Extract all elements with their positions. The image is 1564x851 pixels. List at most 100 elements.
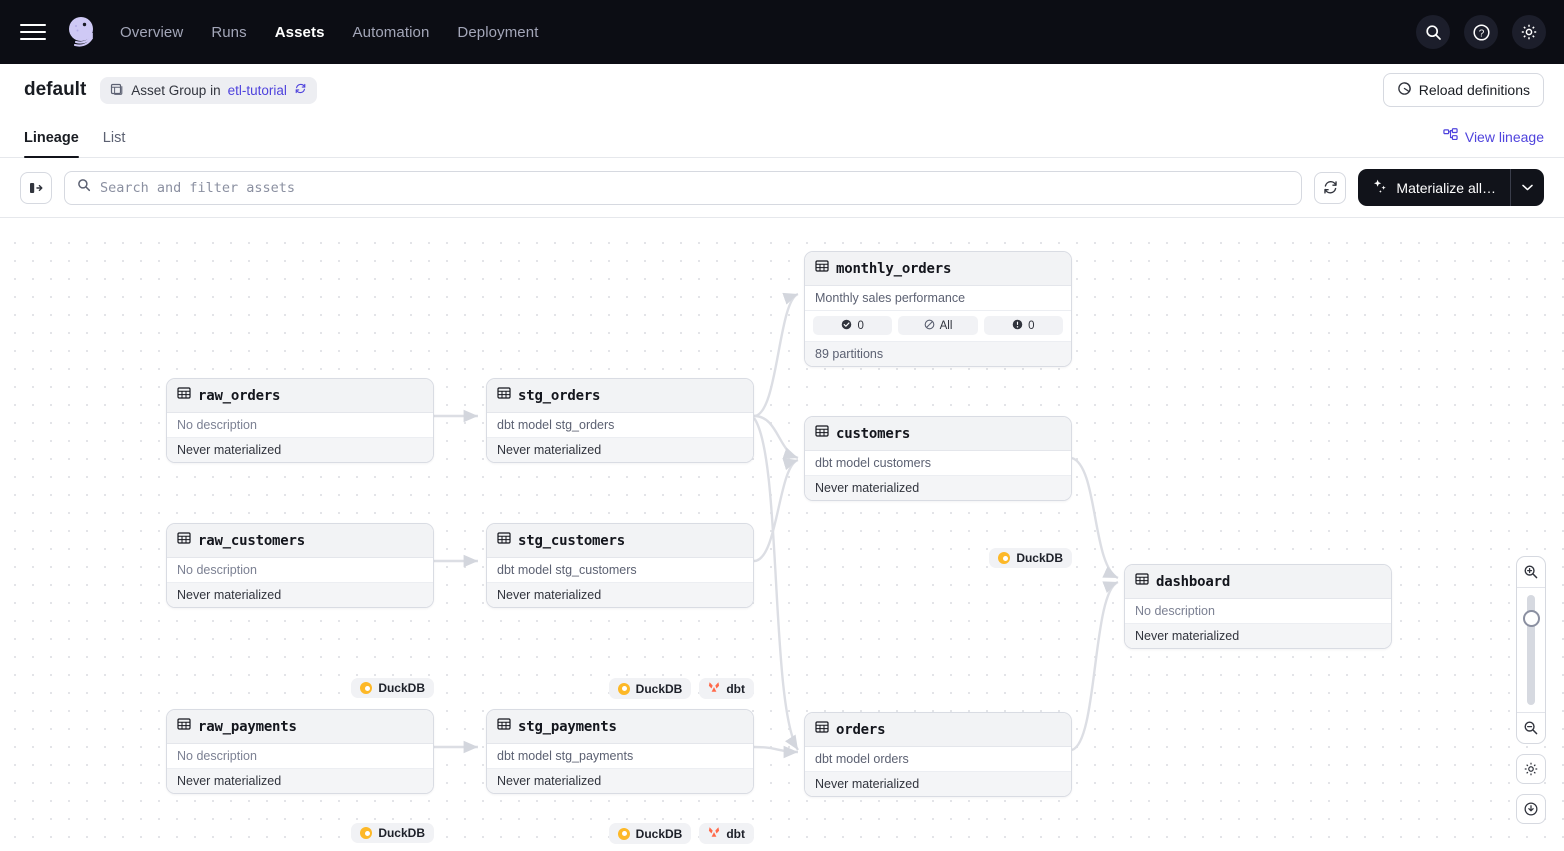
asset-node-description: Monthly sales performance xyxy=(805,286,1071,311)
nav-link-deployment[interactable]: Deployment xyxy=(457,23,539,41)
materialize-all-label: Materialize all… xyxy=(1396,179,1496,196)
asset-node-header: dashboard xyxy=(1125,565,1391,599)
svg-text:?: ? xyxy=(1478,28,1484,39)
edge-stg_orders-monthly_orders xyxy=(753,292,799,418)
tag-duckdb[interactable]: DuckDB xyxy=(351,678,434,698)
asset-node-orders[interactable]: orders dbt model orders Never materializ… xyxy=(804,712,1072,797)
asset-node-monthly_orders[interactable]: monthly_orders Monthly sales performance… xyxy=(804,251,1072,367)
graph-settings-gear-icon[interactable] xyxy=(1516,754,1546,784)
check-circle-icon xyxy=(841,319,852,333)
divider xyxy=(1517,587,1545,588)
tag-label: DuckDB xyxy=(378,681,425,695)
table-icon xyxy=(177,531,191,550)
hamburger-menu-icon[interactable] xyxy=(20,19,46,45)
asset-node-header: stg_orders xyxy=(487,379,753,413)
refresh-icon[interactable] xyxy=(294,82,307,98)
asset-node-stg_customers[interactable]: stg_customers dbt model stg_customers Ne… xyxy=(486,523,754,608)
dbt-icon xyxy=(708,826,720,841)
refresh-assets-button[interactable] xyxy=(1314,171,1347,204)
search-field[interactable] xyxy=(64,170,1303,205)
asset-node-header: stg_customers xyxy=(487,524,753,558)
asset-node-description: dbt model orders xyxy=(805,747,1071,772)
tag-label: dbt xyxy=(726,681,745,696)
zoom-slider-handle[interactable] xyxy=(1522,610,1540,627)
table-icon xyxy=(815,259,829,278)
table-icon xyxy=(177,717,191,736)
asset-group-link[interactable]: etl-tutorial xyxy=(227,82,287,98)
asset-node-status: Never materialized xyxy=(805,476,1071,500)
asset-node-description: dbt model stg_payments xyxy=(487,744,753,769)
tab-lineage[interactable]: Lineage xyxy=(24,130,79,158)
nav-link-runs[interactable]: Runs xyxy=(211,23,247,41)
stat-value: 0 xyxy=(1028,319,1035,332)
asset-node-partition-stats: 0 All 0 xyxy=(805,311,1071,342)
asset-node-header: raw_payments xyxy=(167,710,433,744)
view-tabs: Lineage List View lineage xyxy=(0,116,1564,158)
edge-orders-dashboard xyxy=(1071,580,1119,752)
help-icon[interactable]: ? xyxy=(1464,15,1498,49)
main-nav-links: Overview Runs Assets Automation Deployme… xyxy=(120,24,538,41)
divider xyxy=(1517,712,1545,713)
asset-node-header: raw_orders xyxy=(167,379,433,413)
asset-node-dashboard[interactable]: dashboard No description Never materiali… xyxy=(1124,564,1392,649)
asset-node-status: Never materialized xyxy=(167,583,433,607)
asset-graph-canvas[interactable]: raw_orders No description Never material… xyxy=(0,226,1564,851)
asset-node-description: dbt model stg_customers xyxy=(487,558,753,583)
view-lineage-link[interactable]: View lineage xyxy=(1443,128,1544,157)
asset-node-customers[interactable]: customers dbt model customers Never mate… xyxy=(804,416,1072,501)
dagster-logo-icon[interactable] xyxy=(60,11,102,53)
asset-node-raw_customers[interactable]: raw_customers No description Never mater… xyxy=(166,523,434,608)
reload-definitions-label: Reload definitions xyxy=(1418,82,1530,98)
gear-icon[interactable] xyxy=(1512,15,1546,49)
tag-dbt[interactable]: dbt xyxy=(699,823,754,844)
duckdb-icon xyxy=(998,552,1011,564)
tag-label: dbt xyxy=(726,826,745,841)
asset-group-badge[interactable]: Asset Group in etl-tutorial xyxy=(100,76,317,104)
page-title: default xyxy=(24,79,87,100)
asset-group-icon xyxy=(110,82,124,99)
stat-failed[interactable]: 0 xyxy=(983,316,1063,335)
tag-duckdb[interactable]: DuckDB xyxy=(608,823,692,844)
asset-node-description: dbt model customers xyxy=(805,451,1071,476)
zoom-slider[interactable] xyxy=(1517,588,1545,712)
edge-stg_orders-orders xyxy=(753,417,800,751)
materialize-all-button-group[interactable]: Materialize all… xyxy=(1358,169,1544,206)
asset-node-header: raw_customers xyxy=(167,524,433,558)
zoom-out-icon[interactable] xyxy=(1517,713,1545,743)
chevron-down-icon[interactable] xyxy=(1511,169,1544,206)
tag-dbt[interactable]: dbt xyxy=(699,678,754,699)
search-icon[interactable] xyxy=(1416,15,1450,49)
stat-value: All xyxy=(939,319,953,332)
lineage-icon xyxy=(1443,128,1458,146)
asset-node-stg_payments[interactable]: stg_payments dbt model stg_payments Neve… xyxy=(486,709,754,794)
asset-node-status: Never materialized xyxy=(487,438,753,462)
tag-duckdb[interactable]: DuckDB xyxy=(351,823,434,843)
tab-list[interactable]: List xyxy=(102,130,126,146)
stat-value: 0 xyxy=(857,319,864,332)
tag-duckdb[interactable]: DuckDB xyxy=(989,548,1072,568)
table-icon xyxy=(815,720,829,739)
tag-duckdb[interactable]: DuckDB xyxy=(608,678,692,699)
asset-node-description: No description xyxy=(167,413,433,438)
asset-node-raw_payments[interactable]: raw_payments No description Never materi… xyxy=(166,709,434,794)
asset-node-raw_orders[interactable]: raw_orders No description Never material… xyxy=(166,378,434,463)
zoom-in-icon[interactable] xyxy=(1517,557,1545,587)
stat-materialized[interactable]: 0 xyxy=(813,316,893,335)
reload-icon xyxy=(1397,81,1412,99)
nav-link-overview[interactable]: Overview xyxy=(120,23,184,41)
center-focus-icon[interactable] xyxy=(1516,794,1546,824)
search-input[interactable] xyxy=(100,179,1290,196)
stat-missing[interactable]: All xyxy=(898,316,978,335)
materialize-all-button[interactable]: Materialize all… xyxy=(1358,169,1510,206)
nav-link-automation[interactable]: Automation xyxy=(352,23,430,41)
asset-node-status: Never materialized xyxy=(167,438,433,462)
table-icon xyxy=(497,717,511,736)
panel-toggle-icon[interactable] xyxy=(20,171,52,204)
nav-link-assets[interactable]: Assets xyxy=(274,23,325,41)
search-icon xyxy=(77,178,91,197)
asset-group-label: Asset Group in xyxy=(131,82,221,98)
asset-node-status: Never materialized xyxy=(805,772,1071,796)
asset-node-stg_orders[interactable]: stg_orders dbt model stg_orders Never ma… xyxy=(486,378,754,463)
reload-definitions-button[interactable]: Reload definitions xyxy=(1382,73,1544,107)
